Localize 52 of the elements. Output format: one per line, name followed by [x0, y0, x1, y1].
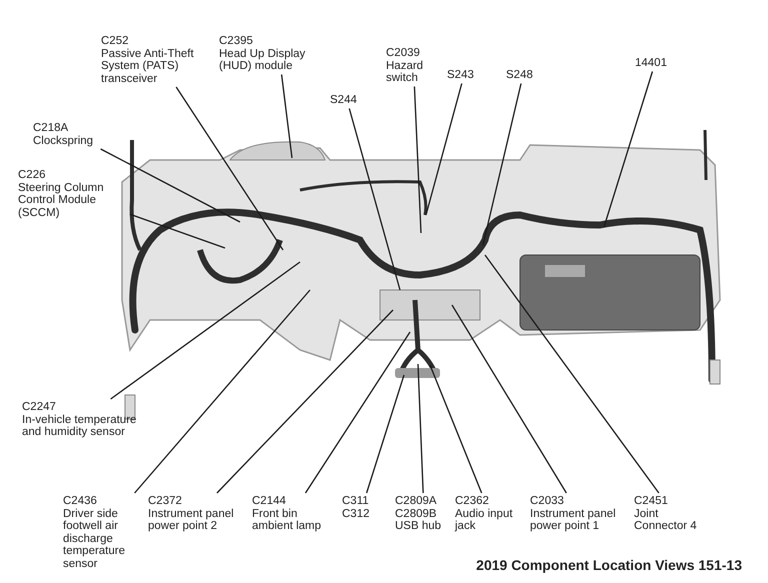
- component-label: C2809B: [395, 508, 438, 520]
- connector-label: C2362: [455, 495, 490, 508]
- connector-label: S248: [506, 69, 534, 82]
- connector-label: C2247: [22, 401, 57, 414]
- component-label: Joint Connector 4: [634, 508, 698, 532]
- connector-label: C2372: [148, 495, 183, 508]
- component-label: Steering Column Control Module (SCCM): [18, 182, 105, 219]
- leader-line: [366, 374, 405, 494]
- leader-line: [130, 214, 226, 249]
- connector-label: C2033: [530, 495, 565, 508]
- page-footer: 2019 Component Location Views 151-13: [476, 555, 742, 576]
- component-label: Instrument panel power point 1: [530, 508, 617, 532]
- component-label: Driver side footwell air discharge temperature sensor: [63, 508, 126, 570]
- connector-label: C2039: [386, 47, 421, 60]
- connector-label: C252: [101, 35, 130, 48]
- component-label: Passive Anti-Theft System (PATS) transceiver: [101, 48, 195, 85]
- component-label: USB hub: [395, 520, 442, 532]
- leader-line: [280, 74, 293, 158]
- connector-label: C2451: [634, 495, 669, 508]
- connector-label: S244: [330, 94, 358, 106]
- component-label: Instrument panel power point 2: [148, 508, 235, 532]
- leader-line: [429, 364, 482, 494]
- leader-line: [417, 364, 424, 494]
- component-label: In-vehicle temperature and humidity sensor: [22, 414, 138, 438]
- component-label: Clockspring: [33, 134, 94, 147]
- leader-line: [100, 148, 240, 223]
- leader-line: [304, 332, 411, 494]
- leader-line: [134, 290, 310, 494]
- leader-line: [482, 83, 522, 246]
- connector-label: C311: [342, 495, 370, 508]
- component-label: Hazard switch: [386, 60, 424, 84]
- connector-label: C218A: [33, 122, 70, 134]
- component-label: Audio input jack: [455, 508, 514, 532]
- leader-line: [451, 304, 567, 494]
- leader-line: [603, 71, 654, 228]
- leader-line: [348, 108, 401, 290]
- connector-label: C2436: [63, 495, 98, 508]
- connector-label: C2809A: [395, 495, 438, 508]
- connector-label: 14401: [635, 57, 668, 70]
- connector-label: S243: [447, 69, 475, 82]
- leader-line: [484, 254, 660, 494]
- connector-label: C2395: [219, 35, 254, 48]
- component-label: Front bin ambient lamp: [252, 508, 322, 532]
- connector-label: C2144: [252, 495, 287, 508]
- component-label: C312: [342, 508, 370, 520]
- leader-line: [176, 86, 284, 250]
- leader-line: [110, 261, 300, 400]
- component-label: Head Up Display (HUD) module: [219, 48, 306, 72]
- leader-line: [216, 310, 394, 494]
- connector-label: C226: [18, 169, 46, 182]
- leader-line: [425, 83, 462, 216]
- leader-line: [414, 86, 422, 234]
